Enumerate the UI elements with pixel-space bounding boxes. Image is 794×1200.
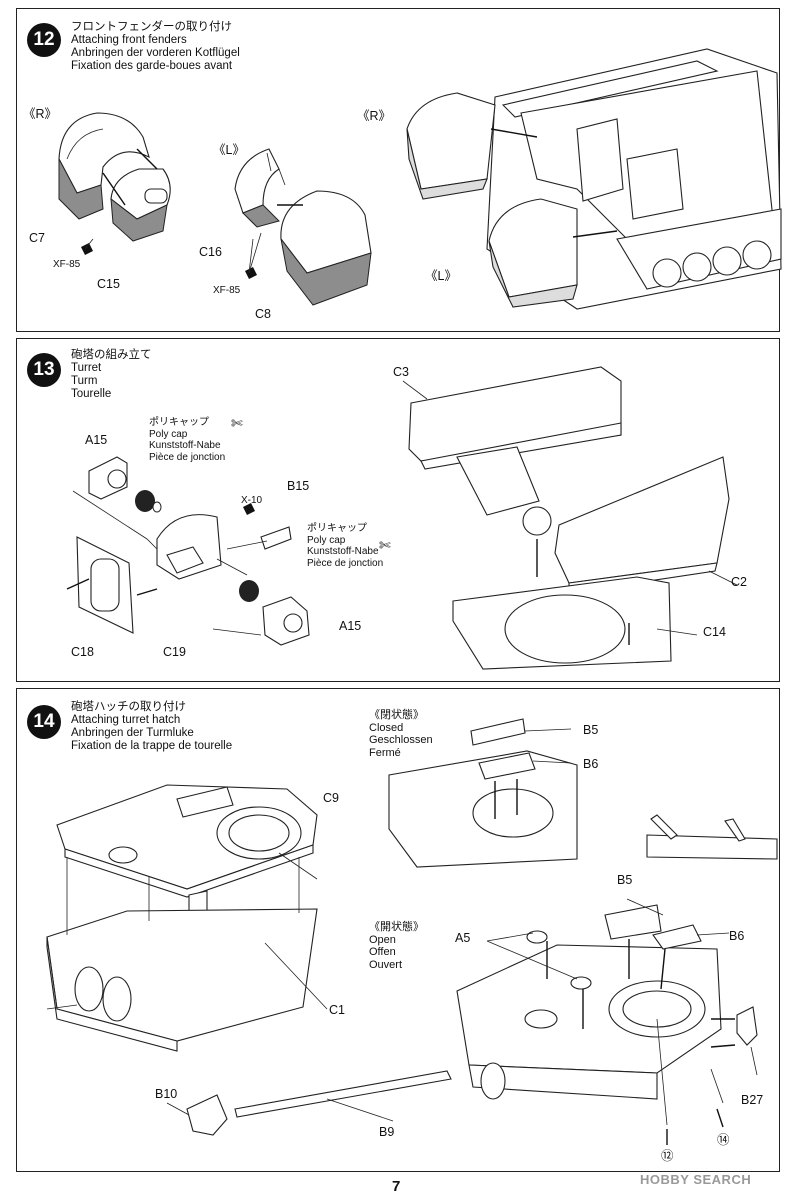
title-fr: Fixation de la trappe de tourelle xyxy=(71,740,233,752)
part-a5-label: A5 xyxy=(455,931,471,945)
part-b27-label: B27 xyxy=(741,1093,764,1107)
closed-de: Geschlossen xyxy=(369,734,433,746)
part-c16-label: C16 xyxy=(199,245,222,259)
step-number-14: 14 xyxy=(27,705,61,739)
open-en: Open xyxy=(369,933,396,946)
open-state-note: 《開状態》 Open Offen Ouvert xyxy=(369,921,424,971)
part-b6-label-open: B6 xyxy=(729,929,745,943)
part-b15-label: B15 xyxy=(287,479,310,493)
title-fr: Fixation des garde-boues avant xyxy=(71,60,233,72)
part-b5-label-open: B5 xyxy=(617,873,633,887)
title-de: Anbringen der Turmluke xyxy=(71,727,194,739)
title-en: Turret xyxy=(71,362,102,374)
part-x10-label: X-10 xyxy=(241,495,263,506)
watermark: HOBBY SEARCH xyxy=(640,1172,752,1187)
polycap-note-top: ポリキャップ Poly cap Kunststoff-Nabe Pièce de… xyxy=(149,417,225,463)
step-14-title: 砲塔ハッチの取り付け Attaching turret hatch Anbrin… xyxy=(71,701,232,753)
step-number-13: 13 xyxy=(27,353,61,387)
polycap-en: Poly cap xyxy=(149,428,188,440)
paint-xf85-label-b: XF-85 xyxy=(213,285,241,296)
label-r-2: 《R》 xyxy=(357,109,392,123)
title-fr: Tourelle xyxy=(71,388,112,400)
label-l-2: 《L》 xyxy=(425,269,457,283)
polycap-fr: Pièce de jonction xyxy=(149,451,226,463)
closed-fr: Fermé xyxy=(369,746,401,759)
title-de: Turm xyxy=(71,375,98,387)
part-b5-label-closed: B5 xyxy=(583,723,599,737)
step-14-panel: 14 砲塔ハッチの取り付け Attaching turret hatch Anb… xyxy=(16,688,780,1172)
polycap-de: Kunststoff-Nabe xyxy=(149,440,221,451)
page-number: 7 xyxy=(392,1178,401,1195)
turret-hatch-drawing xyxy=(46,718,778,1145)
step-13-title: 砲塔の組み立て Turret Turm Tourelle xyxy=(71,349,152,401)
part-c9-label: C9 xyxy=(323,791,339,805)
part-c18-label: C18 xyxy=(71,645,94,659)
title-jp: 砲塔ハッチの取り付け xyxy=(71,701,186,713)
open-jp: 《開状態》 xyxy=(369,921,424,933)
closed-jp: 《閉状態》 xyxy=(369,709,424,721)
step-13-panel: 13 砲塔の組み立て Turret Turm Tourelle xyxy=(16,338,780,682)
closed-en: Closed xyxy=(369,721,404,734)
part-c8-label: C8 xyxy=(255,307,271,321)
polycap-en: Poly cap xyxy=(307,534,346,546)
step-ref-12: ⑫ xyxy=(661,1149,674,1163)
part-c3-label: C3 xyxy=(393,365,409,379)
part-c19-label: C19 xyxy=(163,645,186,659)
step-ref-14: ⑭ xyxy=(717,1133,730,1147)
title-jp: フロントフェンダーの取り付け xyxy=(71,21,232,33)
title-jp: 砲塔の組み立て xyxy=(71,349,152,361)
part-c14-label: C14 xyxy=(703,625,726,639)
polycap-jp: ポリキャップ xyxy=(307,523,367,534)
closed-state-note: 《閉状態》 Closed Geschlossen Fermé xyxy=(369,709,433,759)
polycap-fr: Pièce de jonction xyxy=(307,557,384,569)
polycap-jp: ポリキャップ xyxy=(149,417,209,428)
part-c2-label: C2 xyxy=(731,575,747,589)
open-fr: Ouvert xyxy=(369,958,403,971)
step-12-panel: 12 フロントフェンダーの取り付け Attaching front fender… xyxy=(16,8,782,332)
title-de: Anbringen der vorderen Kotflügel xyxy=(71,47,240,59)
part-a15-label-bottom: A15 xyxy=(339,619,362,633)
polycap-icon-top: ✄ xyxy=(231,415,243,431)
part-c1-label: C1 xyxy=(329,1003,345,1017)
label-l-1: 《L》 xyxy=(213,143,245,157)
label-r-1: 《R》 xyxy=(23,107,58,121)
step-number-12: 12 xyxy=(27,23,61,57)
polycap-icon-bottom: ✄ xyxy=(379,537,391,553)
part-c15-label: C15 xyxy=(97,277,120,291)
turret-mantlet-exploded-drawing xyxy=(66,366,738,670)
title-en: Attaching front fenders xyxy=(71,34,187,46)
part-b6-label-closed: B6 xyxy=(583,757,599,771)
part-c7-label: C7 xyxy=(29,231,45,245)
fender-right-exploded-drawing xyxy=(58,48,782,310)
paint-xf85-label-a: XF-85 xyxy=(53,259,81,270)
part-b10-label: B10 xyxy=(155,1087,178,1101)
part-a15-label-top: A15 xyxy=(85,433,108,447)
title-en: Attaching turret hatch xyxy=(71,714,181,726)
polycap-note-bottom: ポリキャップ Poly cap Kunststoff-Nabe Pièce de… xyxy=(307,523,383,569)
open-de: Offen xyxy=(369,946,396,958)
step-12-title: フロントフェンダーの取り付け Attaching front fenders A… xyxy=(71,21,240,73)
polycap-de: Kunststoff-Nabe xyxy=(307,546,379,557)
part-b9-label: B9 xyxy=(379,1125,395,1139)
